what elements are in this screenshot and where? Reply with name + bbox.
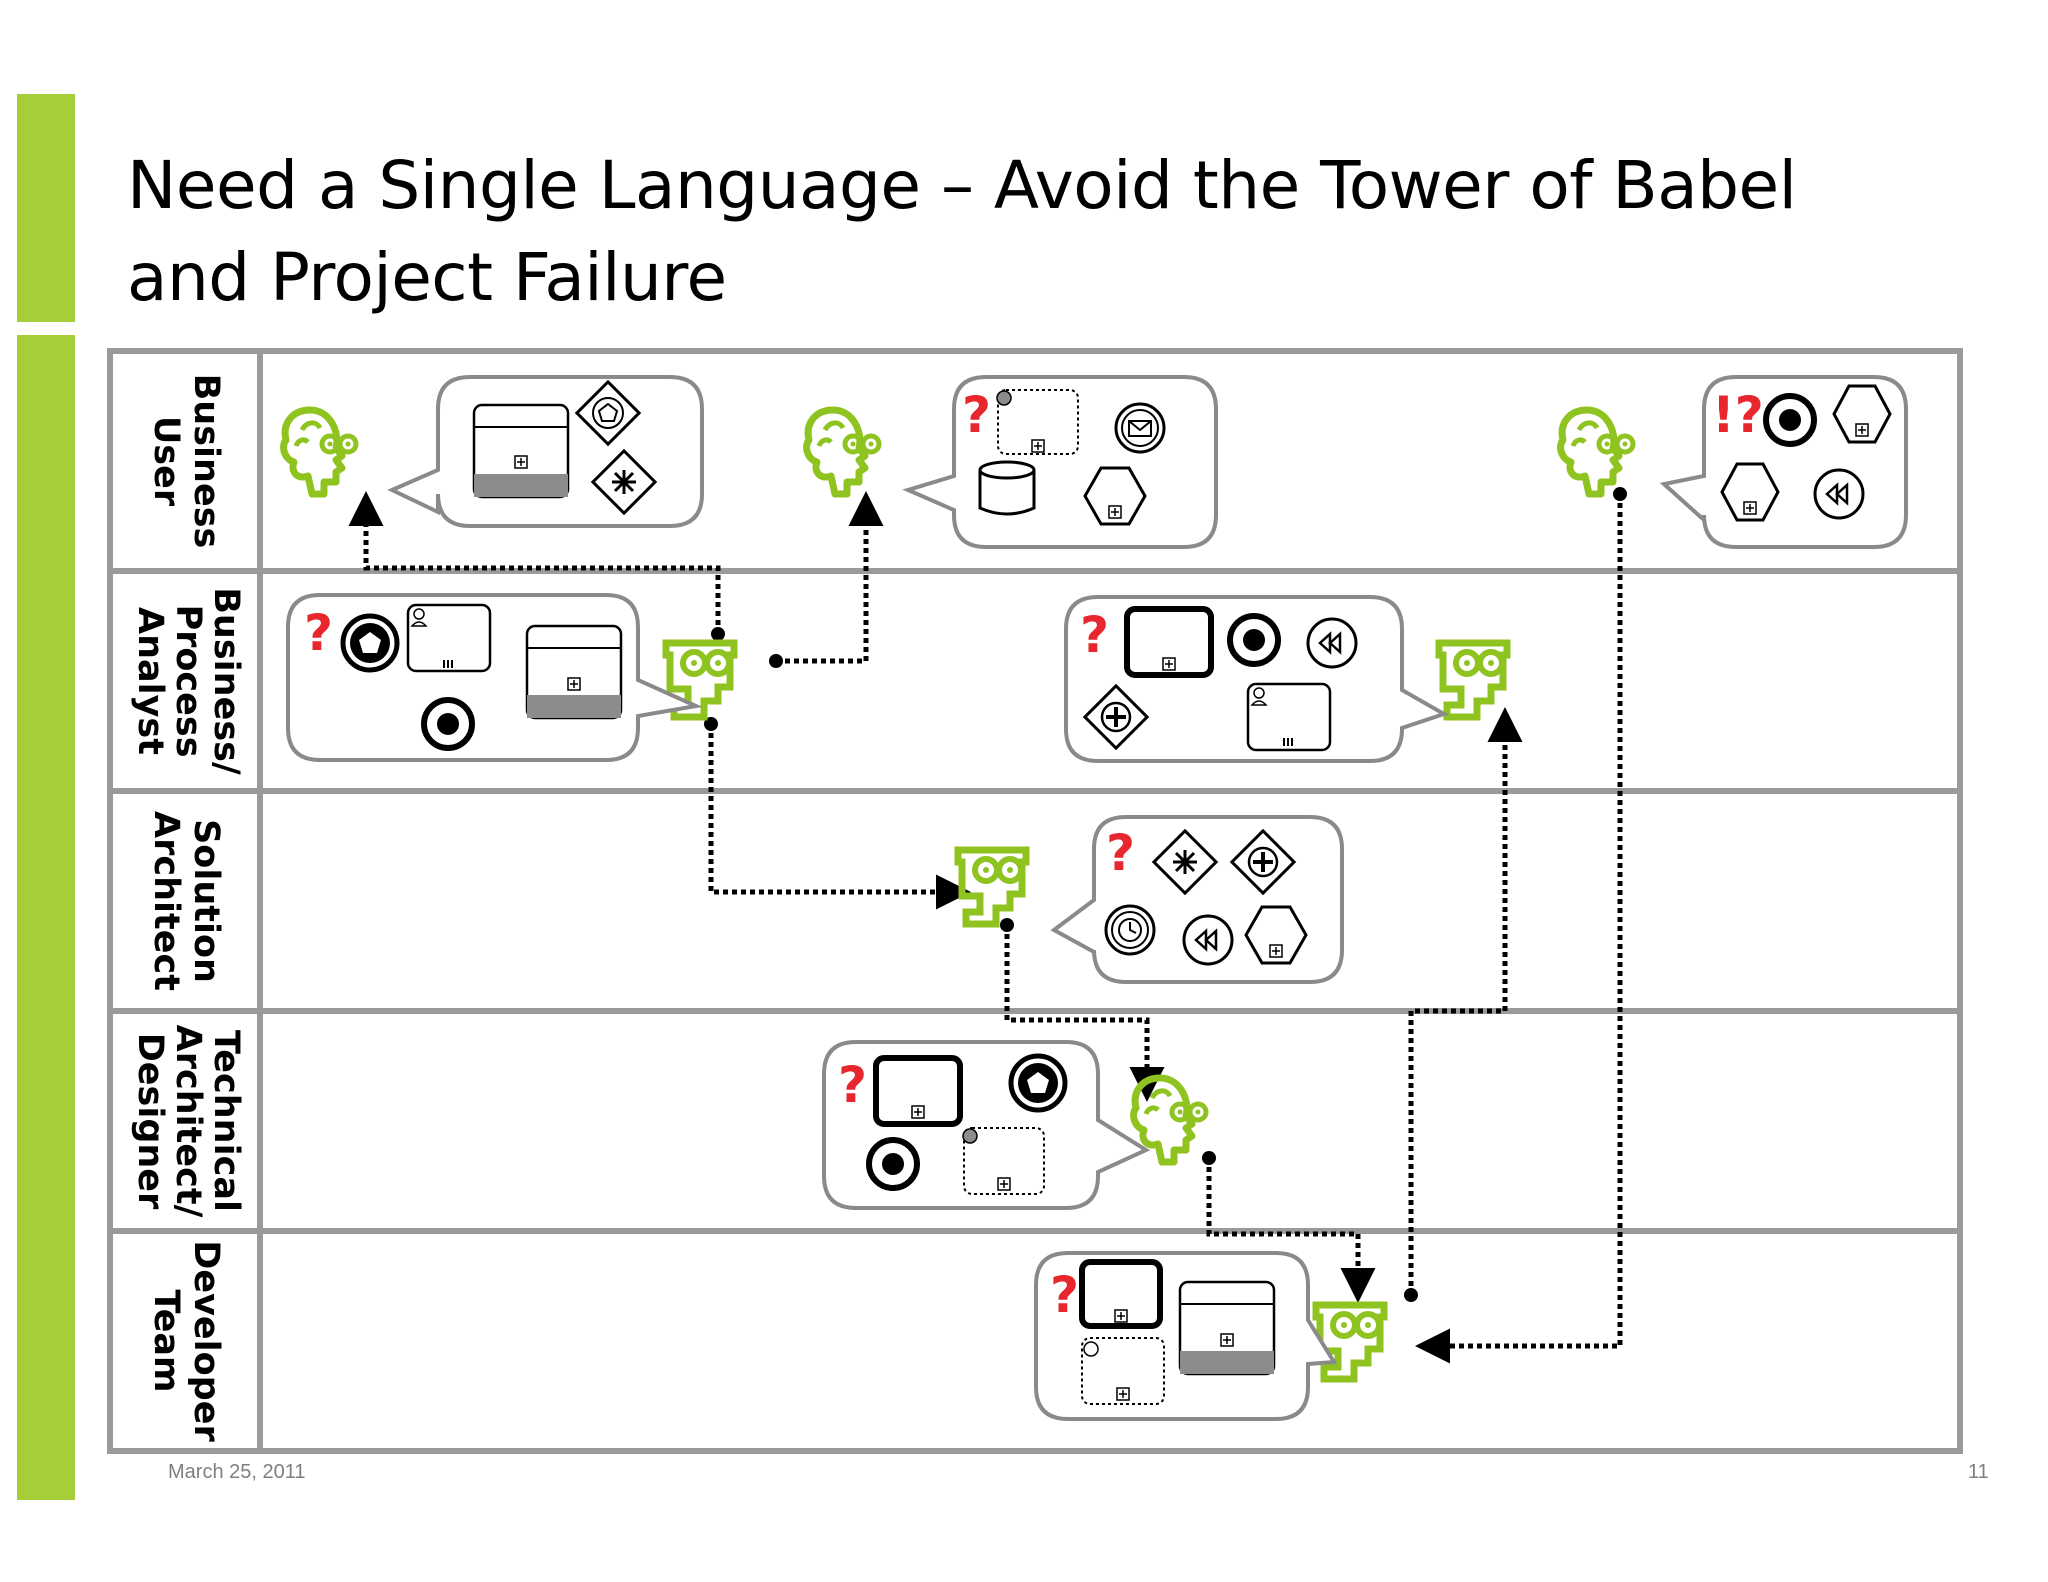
speech-bubble-user-3: !?: [1659, 375, 1908, 549]
connector-ba-to-user2: [776, 491, 884, 664]
hexagon-subprocess-icon: [1083, 466, 1147, 526]
connector-user3-to-dev: [1415, 494, 1623, 1364]
subprocess-plus-icon: [996, 389, 1079, 455]
timer-event-icon: [1104, 904, 1156, 956]
question-mark: ?: [304, 604, 333, 662]
subprocess-plus-icon: [1124, 606, 1214, 678]
event-gateway-icon: [574, 379, 642, 447]
pool-shape-icon: [472, 403, 570, 499]
speech-bubble-architect: ?: [1050, 815, 1344, 984]
pool-shape-icon: [1178, 1280, 1276, 1376]
footer-date: March 25, 2011: [168, 1461, 306, 1483]
subprocess-plus-icon: [962, 1127, 1045, 1195]
complex-gateway-icon: [590, 448, 658, 516]
user-task-icon: [406, 603, 492, 673]
connector-ba-to-user1: [348, 491, 721, 634]
pool-shape-icon: [525, 624, 623, 720]
speech-bubble-user-1: [387, 375, 704, 528]
hexagon-subprocess-icon: [1832, 384, 1892, 444]
connector-dev-to-ba2: [1408, 707, 1523, 1295]
connector-architect-to-tech: [1004, 925, 1165, 1102]
speech-bubble-user-2: ?: [902, 375, 1218, 549]
compensation-event-icon: [1813, 468, 1865, 520]
speech-bubble-technical: ?: [822, 1040, 1151, 1210]
lane-label-line: Analyst: [130, 607, 170, 755]
question-mark: ?: [1106, 824, 1135, 882]
connector-ba-to-architect: [708, 724, 971, 910]
slide-title: Need a Single Language – Avoid the Tower…: [127, 140, 1977, 324]
end-event-icon: [866, 1137, 920, 1191]
lane-label-line: Architect: [146, 811, 186, 991]
lane-label-process-analyst: Business/ Process Analyst: [130, 587, 246, 775]
escalation-event-icon: [1008, 1053, 1068, 1113]
lane-frame: [107, 348, 1963, 1454]
question-mark: ?: [962, 386, 991, 444]
escalation-event-icon: [340, 613, 400, 673]
lane-label-line: Business/: [206, 587, 246, 775]
lane-label-technical-architect: Technical Architect/ Designer: [130, 1025, 246, 1218]
message-event-icon: [1114, 402, 1166, 454]
lane-label-line: Process: [168, 604, 208, 757]
connectors: [348, 491, 1623, 1364]
end-event-icon: [1227, 613, 1281, 667]
lane-label-line: User: [146, 416, 186, 507]
subprocess-plus-icon: [1081, 1337, 1165, 1405]
person-head-icon: [807, 410, 879, 494]
speech-bubble-developer: ?: [1034, 1251, 1338, 1421]
parallel-gateway-icon: [1082, 683, 1150, 751]
lane-label-line: Solution: [186, 819, 226, 983]
accent-bar-top: [17, 94, 75, 322]
lane-label-solution-architect: Solution Architect: [146, 811, 226, 991]
lane-label-developer-team: Developer Team: [146, 1240, 226, 1442]
lane-label-line: Team: [146, 1289, 186, 1392]
subprocess-plus-icon: [873, 1055, 963, 1127]
complex-gateway-icon: [1151, 828, 1219, 896]
person-head-icon: [958, 850, 1026, 924]
lane-label-line: Developer: [186, 1240, 226, 1442]
end-event-icon: [421, 697, 475, 751]
person-head-icon: [1561, 410, 1633, 494]
lane-label-line: Technical: [206, 1030, 246, 1212]
end-event-icon: [1763, 393, 1817, 447]
compensation-event-icon: [1182, 914, 1234, 966]
lane-label-line: Designer: [130, 1033, 170, 1210]
slide-title-line-1: Need a Single Language – Avoid the Tower…: [127, 147, 1797, 224]
question-mark: ?: [1050, 1266, 1079, 1324]
user-task-icon: [1246, 682, 1332, 752]
person-head-icon: [284, 410, 356, 494]
hexagon-subprocess-icon: [1244, 905, 1308, 965]
parallel-gateway-icon: [1229, 828, 1297, 896]
page-number: 11: [1968, 1461, 1989, 1483]
data-store-icon: [978, 460, 1036, 516]
question-mark: ?: [838, 1056, 867, 1114]
lane-label-business-user: Business User: [146, 374, 226, 549]
lane-label-line: Business: [186, 374, 226, 549]
accent-bar-bottom: [17, 335, 75, 1500]
compensation-event-icon: [1306, 617, 1358, 669]
hexagon-subprocess-icon: [1720, 462, 1780, 522]
speech-bubble-analyst-1: ?: [286, 593, 703, 762]
subprocess-plus-icon: [1079, 1259, 1163, 1329]
exclaim-question-mark: !?: [1712, 386, 1764, 444]
connector-tech-to-dev: [1206, 1158, 1376, 1303]
person-head-icon: [1439, 643, 1507, 717]
connector-dots: [704, 487, 1627, 1302]
speech-bubble-analyst-2: ?: [1064, 595, 1449, 763]
lane-label-line: Architect/: [168, 1025, 208, 1218]
person-head-icon: [1316, 1305, 1384, 1379]
question-mark: ?: [1080, 606, 1109, 664]
slide-title-line-2: and Project Failure: [127, 239, 727, 316]
